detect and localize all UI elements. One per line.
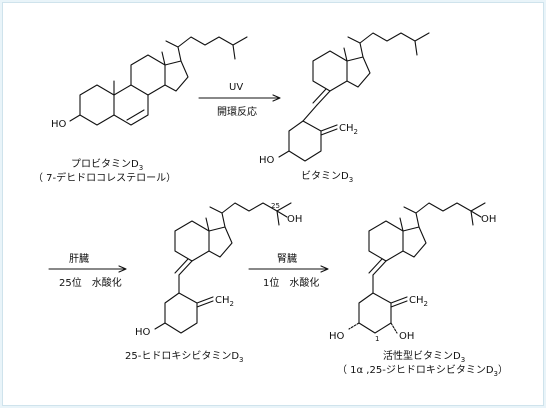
provitamin-d3-structure: HO xyxy=(51,36,248,130)
vitamin-d3-structure: CH2 HO xyxy=(259,32,430,166)
hydroxyl-label: HO xyxy=(135,327,151,338)
uv-arrow-top: UV xyxy=(229,82,243,93)
methylene-label: CH2 xyxy=(215,295,234,308)
vitamin-d3-name: ビタミンD3 xyxy=(301,170,353,184)
uv-arrow: UV 開環反応 xyxy=(198,82,281,118)
liver-arrow-bottom: 25位 水酸化 xyxy=(59,276,122,289)
active-d3-name: 活性型ビタミンD3 xyxy=(383,349,465,364)
hydroxyl-label: HO xyxy=(259,155,275,166)
active-d3-alt-name: （ 1α ,25-ジヒドロキシビタミンD3） xyxy=(337,364,508,378)
hydroxyl-label: HO xyxy=(51,119,67,130)
hydroxyl-label: OH xyxy=(399,331,414,342)
liver-arrow-top: 肝臓 xyxy=(69,253,89,265)
hydroxyl-label: OH xyxy=(481,214,496,225)
reaction-scheme: HO プロビタミンD3 （ 7-デヒドロコレステロール） UV 開環反応 CH2… xyxy=(33,32,508,378)
methylene-label: CH2 xyxy=(409,295,428,308)
hydroxyl-label: HO xyxy=(329,331,345,342)
carbon-1-label: 1 xyxy=(375,335,379,343)
uv-arrow-bottom: 開環反応 xyxy=(217,105,257,118)
carbon-25-label: 25 xyxy=(271,202,280,210)
hydroxy25-d3-name: 25-ヒドロキシビタミンD3 xyxy=(125,350,244,364)
kidney-arrow: 腎臓 1位 水酸化 xyxy=(248,253,329,289)
methylene-label: CH2 xyxy=(339,123,358,136)
kidney-arrow-top: 腎臓 xyxy=(277,253,297,265)
hydroxy25-d3-structure: 25 OH CH2 HO xyxy=(135,202,302,338)
hydroxyl-label: OH xyxy=(287,214,302,225)
provitamin-d3-alt-name: （ 7-デヒドロコレステロール） xyxy=(33,171,176,184)
liver-arrow: 肝臓 25位 水酸化 xyxy=(48,253,127,289)
active-d3-structure: OH CH2 OH 1 HO xyxy=(329,202,496,343)
provitamin-d3-name: プロビタミンD3 xyxy=(71,158,143,172)
kidney-arrow-bottom: 1位 水酸化 xyxy=(263,276,319,289)
